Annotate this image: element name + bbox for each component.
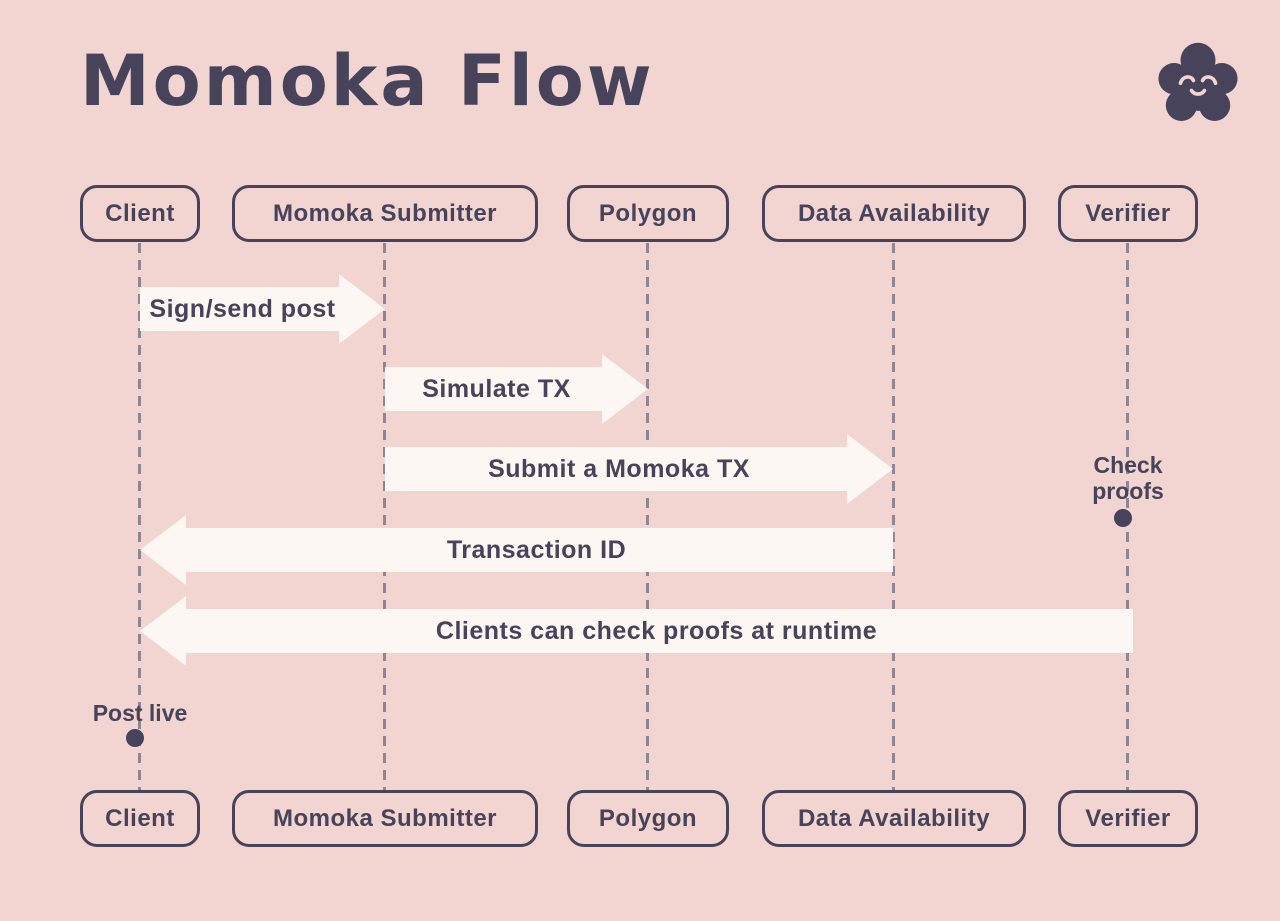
message-label: Sign/send post <box>149 294 336 323</box>
participant-label: Verifier <box>1085 804 1171 832</box>
message-arrow-submit-momoka-tx: Submit a Momoka TX <box>385 434 893 504</box>
message-label: Transaction ID <box>446 535 627 564</box>
ring-marker-post-live-icon <box>126 729 144 747</box>
message-label: Clients can check proofs at runtime <box>435 616 878 645</box>
message-label: Simulate TX <box>422 374 571 403</box>
arrow-body <box>140 287 341 331</box>
message-arrow-sign-send-post: Sign/send post <box>140 274 385 344</box>
arrow-head-left-icon <box>140 596 186 666</box>
page-title: Momoka Flow <box>80 40 655 122</box>
ring-marker-check-proofs-icon <box>1114 509 1132 527</box>
participant-label: Data Availability <box>797 199 991 227</box>
participant-box-client-bottom: Client <box>80 790 200 847</box>
participant-box-polygon-bottom: Polygon <box>567 790 729 847</box>
participant-label: Verifier <box>1085 199 1171 227</box>
participant-label: Momoka Submitter <box>272 804 498 832</box>
arrow-body <box>184 609 1133 653</box>
participant-box-momoka-submitter-top: Momoka Submitter <box>232 185 538 242</box>
message-label: Submit a Momoka TX <box>488 454 750 483</box>
lifeline-client <box>138 243 141 791</box>
annotation-check-proofs: Check proofs <box>1092 452 1164 504</box>
message-arrow-transaction-id: Transaction ID <box>140 515 893 585</box>
participant-box-data-availability-top: Data Availability <box>762 185 1026 242</box>
lifeline-polygon <box>646 243 649 791</box>
participant-box-client-top: Client <box>80 185 200 242</box>
arrow-body <box>385 447 849 491</box>
participant-box-data-availability-bottom: Data Availability <box>762 790 1026 847</box>
arrow-head-left-icon <box>140 515 186 585</box>
flower-smiley-icon <box>1158 42 1238 121</box>
participant-box-verifier-bottom: Verifier <box>1058 790 1198 847</box>
participant-label: Client <box>105 199 175 227</box>
message-arrow-simulate-tx: Simulate TX <box>385 354 648 424</box>
participant-label: Momoka Submitter <box>272 199 498 227</box>
arrow-head-right-icon <box>847 434 893 504</box>
message-arrow-check-proofs-runtime: Clients can check proofs at runtime <box>140 596 1133 666</box>
participant-box-momoka-submitter-bottom: Momoka Submitter <box>232 790 538 847</box>
arrow-head-right-icon <box>339 274 385 344</box>
lifeline-momoka-submitter <box>383 243 386 791</box>
participant-box-verifier-top: Verifier <box>1058 185 1198 242</box>
lifeline-data-availability <box>892 243 895 791</box>
participant-label: Client <box>105 804 175 832</box>
arrow-body <box>385 367 604 411</box>
participant-box-polygon-top: Polygon <box>567 185 729 242</box>
arrow-head-right-icon <box>602 354 648 424</box>
participant-label: Data Availability <box>797 804 991 832</box>
annotation-post-live: Post live <box>92 700 188 726</box>
arrow-body <box>184 528 893 572</box>
participant-label: Polygon <box>598 199 698 227</box>
participant-label: Polygon <box>598 804 698 832</box>
